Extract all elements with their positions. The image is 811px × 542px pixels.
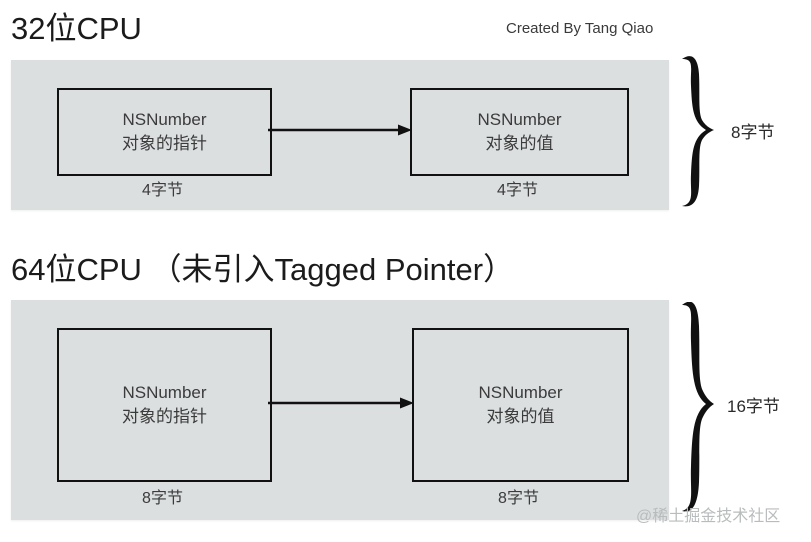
memory-box-line2: 对象的值 — [486, 407, 555, 426]
right-arrow-icon — [268, 124, 412, 136]
memory-panel-64bit — [11, 300, 669, 520]
memory-box-line1: NSNumber — [478, 383, 563, 402]
memory-box-line2: 对象的指针 — [122, 407, 207, 426]
memory-box-label: NSNumber 对象的值 — [478, 381, 562, 429]
memory-box-size-caption-pointer-32bit: 4字节 — [142, 182, 183, 199]
memory-box-size-caption-value-64bit: 8字节 — [498, 490, 539, 507]
memory-box-label: NSNumber 对象的指针 — [122, 381, 207, 429]
total-size-label-64bit: 16字节 — [727, 397, 780, 416]
memory-box-size-caption-pointer-64bit: 8字节 — [142, 490, 183, 507]
memory-box-label: NSNumber 对象的指针 — [122, 108, 207, 156]
right-arrow-icon — [268, 397, 414, 409]
memory-box-size-caption-value-32bit: 4字节 — [497, 182, 538, 199]
memory-box-line2: 对象的指针 — [122, 134, 207, 153]
memory-box-value-64bit: NSNumber 对象的值 — [412, 328, 629, 482]
curly-brace-icon — [682, 56, 714, 207]
memory-box-value-32bit: NSNumber 对象的值 — [410, 88, 629, 176]
memory-panel-32bit — [11, 60, 669, 210]
memory-box-line1: NSNumber — [477, 110, 562, 129]
watermark-text: @稀土掘金技术社区 — [636, 508, 781, 525]
memory-box-label: NSNumber 对象的值 — [477, 108, 561, 156]
total-size-label-32bit: 8字节 — [731, 123, 775, 142]
memory-box-line1: NSNumber — [122, 110, 207, 129]
section-title-32bit: 32位CPU — [11, 11, 142, 46]
credit-text: Created By Tang Qiao — [506, 20, 654, 37]
memory-box-line2: 对象的值 — [485, 134, 554, 153]
curly-brace-icon — [682, 302, 714, 512]
memory-box-line1: NSNumber — [122, 383, 207, 402]
memory-box-pointer-64bit: NSNumber 对象的指针 — [57, 328, 272, 482]
section-title-64bit: 64位CPU （未引入Tagged Pointer） — [11, 252, 515, 287]
memory-box-pointer-32bit: NSNumber 对象的指针 — [57, 88, 272, 176]
